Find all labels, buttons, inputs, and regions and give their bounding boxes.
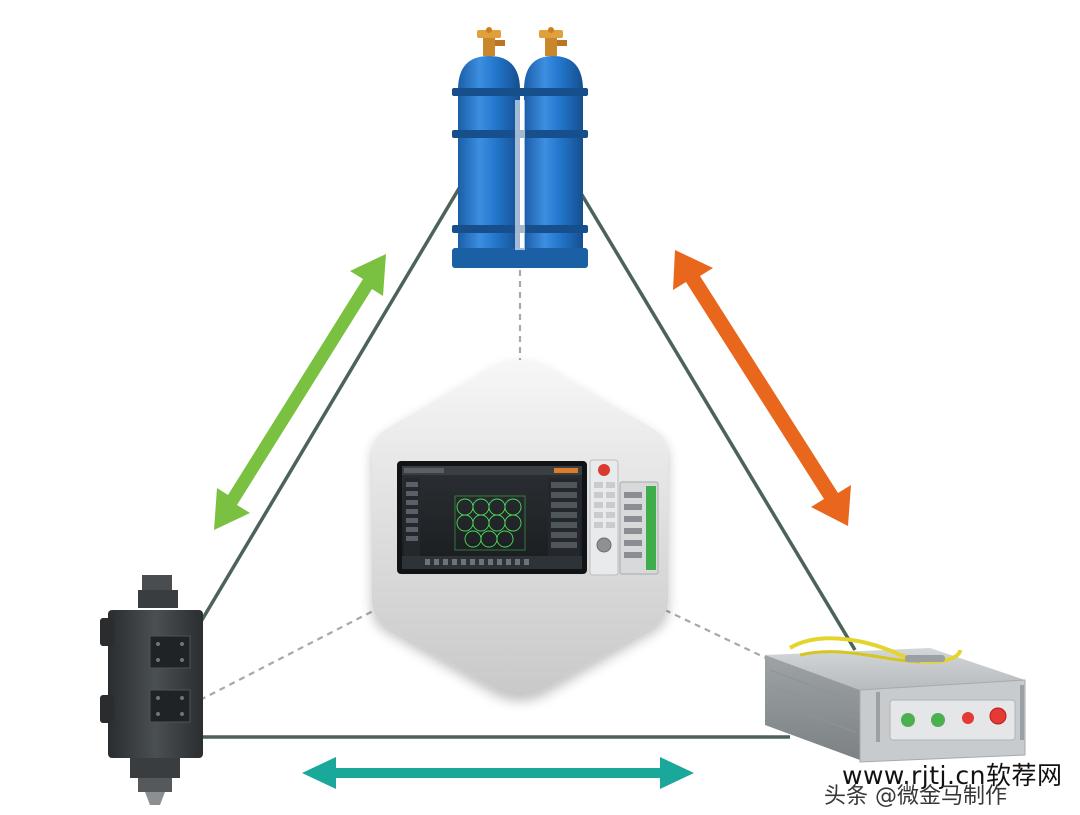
- watermark-line-2: 头条 @微金马制作: [824, 784, 1007, 809]
- triangle-frame: [188, 169, 857, 739]
- dash-laser-controller: [664, 609, 771, 661]
- dashed-connectors: [199, 270, 771, 701]
- nesting-preview: [454, 495, 526, 551]
- arrow-green: [214, 254, 386, 530]
- indicator-green-2: [931, 713, 945, 727]
- valve-right-icon: [539, 27, 567, 56]
- emergency-button: [989, 707, 1007, 725]
- controller-device: [397, 459, 659, 576]
- indicator-green-1: [901, 713, 915, 727]
- dash-head-controller: [199, 609, 376, 701]
- fiber-laser: [765, 636, 1026, 763]
- valve-left-icon: [477, 27, 505, 56]
- watermark: www.rjtj.cn软荐网 头条 @微金马制作: [808, 752, 1078, 810]
- emergency-stop-icon: [598, 464, 610, 476]
- edge-gas-head: [188, 169, 472, 641]
- laser-head: [100, 575, 203, 805]
- fiber-cable: [788, 636, 962, 664]
- gas-cylinders: [452, 27, 588, 268]
- arrow-orange: [673, 250, 851, 526]
- indicator-red: [962, 712, 974, 724]
- edge-gas-laser: [568, 174, 857, 651]
- watermark-line-1: www.rjtj.cn软荐网: [842, 761, 1063, 790]
- arrow-teal: [302, 757, 694, 789]
